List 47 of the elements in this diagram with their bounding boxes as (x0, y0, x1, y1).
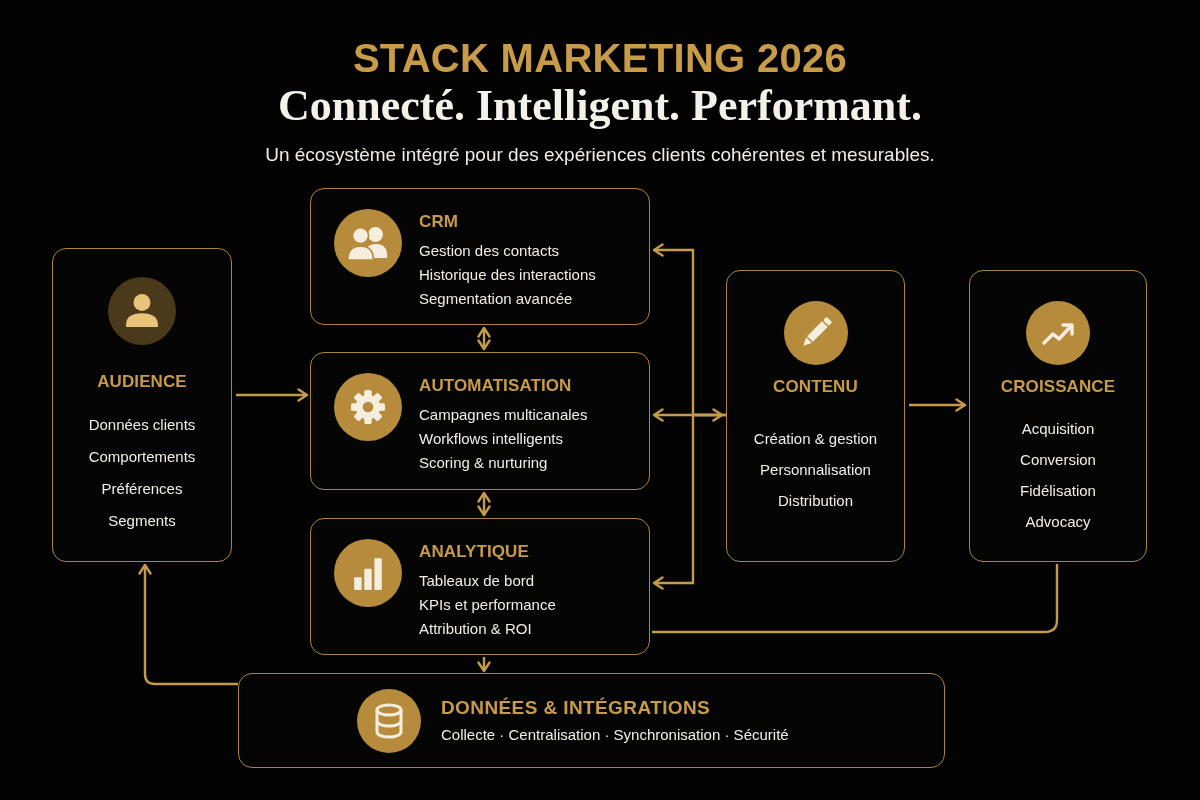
arrow (138, 563, 238, 686)
feature-item: KPIs et performance (419, 595, 556, 615)
double-arrow (477, 491, 491, 517)
feature-item: Attribution & ROI (419, 619, 532, 639)
feature-item: Scoring & nurturing (419, 453, 548, 473)
feature-item: Segments (108, 511, 176, 531)
data-layer-banner (238, 673, 945, 768)
feature-item: Données clients (88, 415, 196, 435)
feature-item: Fidélisation (1020, 481, 1096, 501)
feature-item: Personnalisation (760, 460, 871, 480)
arrow (236, 388, 309, 402)
card-title: AUDIENCE (97, 371, 187, 393)
module-card (310, 518, 650, 655)
page-title: STACK MARKETING 2026 (352, 36, 848, 80)
card-title: CONTENU (773, 376, 858, 398)
module-card (310, 352, 650, 490)
double-arrow (477, 326, 491, 351)
card-title: ANALYTIQUE (419, 541, 529, 563)
arrow (652, 413, 726, 590)
feature-item: Segmentation avancée (419, 289, 573, 309)
subtitle: Connecté. Intelligent. Performant. (278, 80, 922, 132)
feature-item: Campagnes multicanales (419, 405, 588, 425)
card-title: CROISSANCE (1000, 376, 1116, 398)
feature-item: Comportements (88, 447, 196, 467)
feature-item: Acquisition (1021, 419, 1095, 439)
arrow (909, 398, 967, 412)
module-card (969, 270, 1147, 562)
card-title: DONNÉES & INTÉGRATIONS (441, 695, 711, 720)
feature-item: Workflows intelligents (419, 429, 563, 449)
module-card (52, 248, 232, 562)
feature-item: Gestion des contacts (419, 241, 560, 261)
tagline: Un écosystème intégré pour des expériences clients cohérentes et mesurables. (265, 143, 935, 167)
feature-item: Distribution (778, 491, 853, 511)
double-arrow (652, 408, 724, 422)
feature-item: Advocacy (1025, 512, 1091, 532)
feature-item: Conversion (1020, 450, 1096, 470)
feature-item: Création & gestion (753, 429, 878, 449)
feature-item: Préférences (101, 479, 183, 499)
module-card (310, 188, 650, 325)
feature-item: Tableaux de bord (419, 571, 535, 591)
connector-line (652, 564, 1059, 634)
module-card (726, 270, 905, 562)
feature-item: Historique des interactions (419, 265, 596, 285)
card-title: CRM (419, 211, 458, 233)
feature-list: Collecte · Centralisation · Synchronisation · Sécurité (441, 723, 789, 746)
arrow (477, 657, 491, 673)
card-title: AUTOMATISATION (419, 375, 572, 397)
